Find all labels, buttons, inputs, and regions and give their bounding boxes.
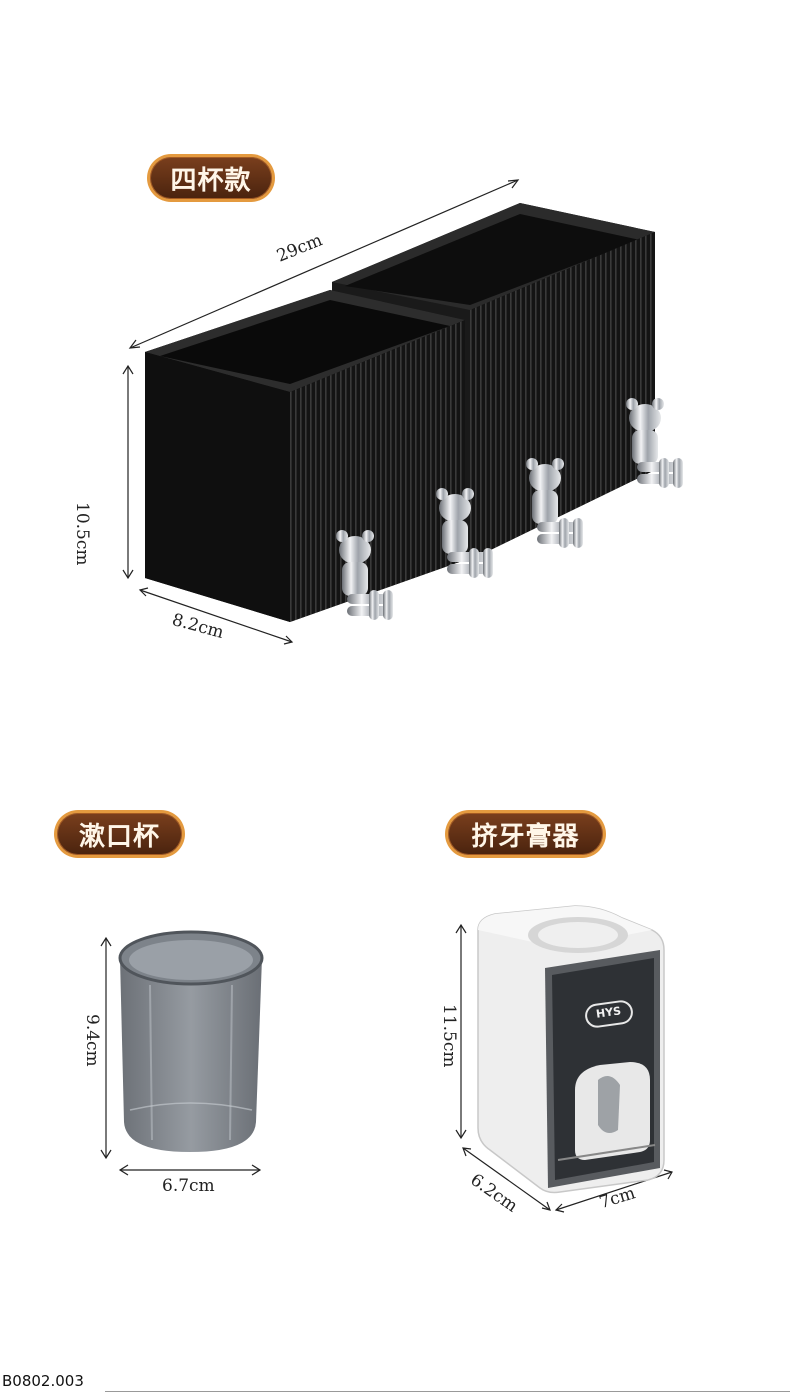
- holder-section-label: 四杯款: [150, 157, 272, 199]
- dispenser-height-label: 11.5cm: [439, 1004, 459, 1068]
- footer-divider: [105, 1391, 790, 1392]
- dispenser-section-label: 挤牙膏器: [448, 813, 603, 855]
- product-code: B0802.003: [2, 1372, 84, 1390]
- holder-height-label: 10.5cm: [72, 502, 92, 566]
- cup-section-label: 漱口杯: [57, 813, 182, 855]
- cup-width-label: 6.7cm: [162, 1176, 215, 1196]
- cup-height-label: 9.4cm: [82, 1014, 102, 1067]
